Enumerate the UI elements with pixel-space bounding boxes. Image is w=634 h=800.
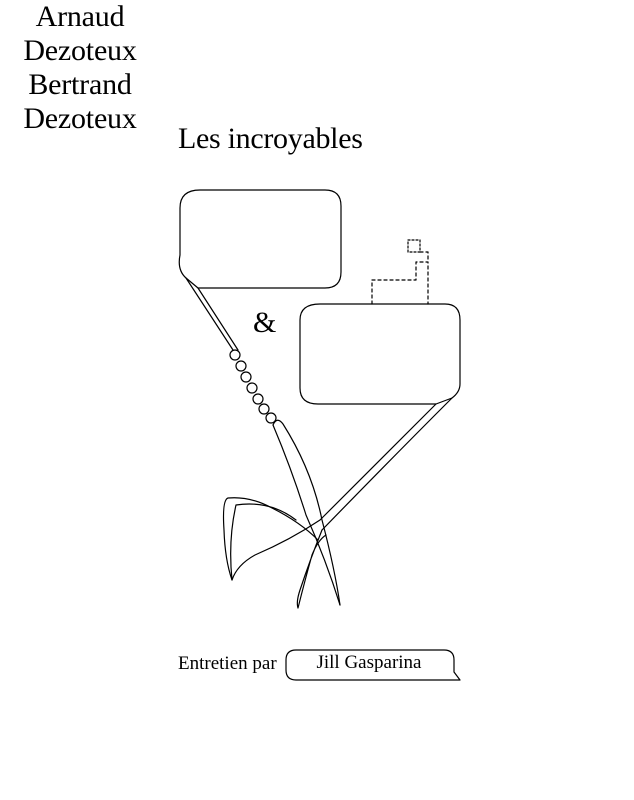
speaker-one-last-name: Dezoteux — [23, 34, 137, 67]
link-dot — [235, 360, 247, 372]
dashed-step-connector — [419, 251, 429, 263]
loop-stroke-outer — [296, 529, 327, 609]
speaker-two-last-name: Dezoteux — [23, 102, 137, 135]
link-dot — [229, 349, 241, 361]
ampersand-connector: & — [253, 306, 277, 339]
link-dot — [258, 403, 270, 415]
speech-bubble-bertrand — [299, 303, 461, 405]
loop-stroke-inner — [230, 503, 297, 581]
speaker-one-name: Arnaud Dezoteux — [0, 0, 160, 68]
link-dot — [265, 412, 277, 424]
speaker-two-first-name: Bertrand — [28, 68, 132, 101]
interview-label: Entretien par — [178, 653, 277, 674]
bubble-tail-bertrand — [319, 397, 453, 531]
long-stroke — [272, 419, 341, 606]
loop-stroke — [222, 497, 321, 581]
interviewer-bubble — [285, 649, 461, 681]
cover-title: Les incroyables — [178, 122, 363, 155]
dashed-step-path — [371, 261, 429, 305]
link-dot — [246, 382, 258, 394]
speaker-two-name: Bertrand Dezoteux — [0, 68, 160, 136]
speech-bubble-arnaud — [178, 189, 342, 289]
bubble-tail-arnaud — [185, 277, 239, 351]
link-dot — [252, 393, 264, 405]
dashed-square-icon — [407, 239, 421, 253]
long-stroke-inner — [272, 424, 341, 606]
link-dot — [240, 371, 252, 383]
speaker-one-first-name: Arnaud — [35, 0, 125, 33]
interviewer-name: Jill Gasparina — [316, 652, 422, 673]
